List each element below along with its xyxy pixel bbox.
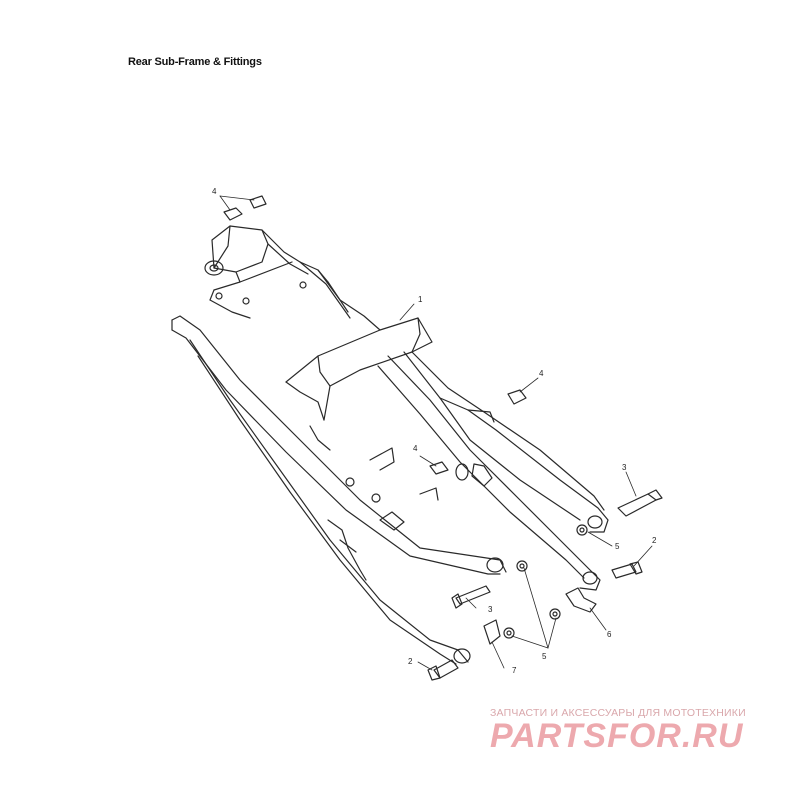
callout-2-right: 2 xyxy=(652,536,657,545)
short-bolt-parts xyxy=(427,561,643,681)
nut-parts xyxy=(503,524,588,639)
diagram-title: Rear Sub-Frame & Fittings xyxy=(128,56,262,68)
bracket-parts xyxy=(483,587,597,645)
watermark-tagline: ЗАПЧАСТИ И АКСЕССУАРЫ ДЛЯ МОТОТЕХНИКИ xyxy=(490,707,746,719)
long-bolt-parts xyxy=(451,489,663,609)
callout-5-bottom: 5 xyxy=(542,652,547,661)
clip-nut-parts xyxy=(223,195,527,475)
callout-5-right: 5 xyxy=(615,542,620,551)
callout-labels: 1 4 4 4 3 2 5 3 6 2 5 7 xyxy=(212,187,657,675)
rear-sub-frame xyxy=(171,225,609,665)
leader-lines xyxy=(219,195,653,671)
callout-4-right: 4 xyxy=(539,369,544,378)
callout-3-left: 3 xyxy=(488,605,493,614)
callout-1: 1 xyxy=(418,295,423,304)
callout-4-top: 4 xyxy=(212,187,217,196)
callout-6: 6 xyxy=(607,630,612,639)
callout-7: 7 xyxy=(512,666,517,675)
callout-4-middle: 4 xyxy=(413,444,418,453)
watermark-logo: PARTSFOR.RU xyxy=(490,717,744,755)
callout-2-left: 2 xyxy=(408,657,413,666)
callout-3-right: 3 xyxy=(622,463,627,472)
